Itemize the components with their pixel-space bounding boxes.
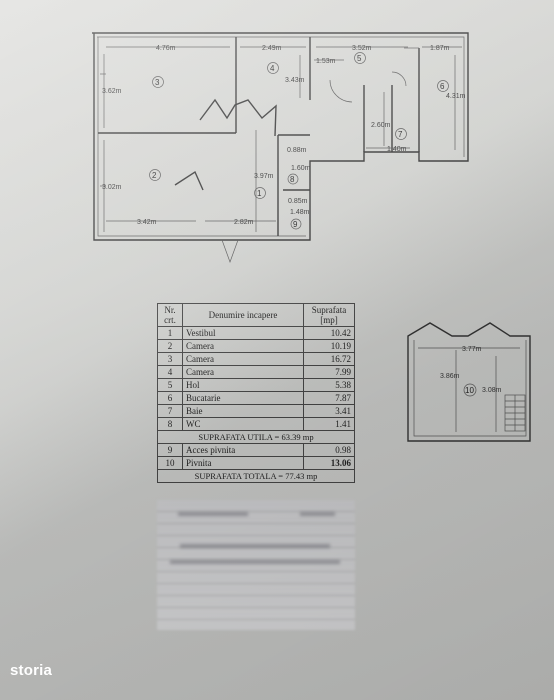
dim-r3-height: 3.62m: [102, 88, 122, 95]
table-row: 1 Vestibul 10.42: [157, 326, 355, 340]
svg-text:10: 10: [465, 386, 474, 395]
dim-r6-height: 4.31m: [446, 93, 466, 100]
redacted-line: [300, 512, 335, 516]
dim-r8-width: 0.88m: [287, 147, 307, 154]
room-area-table: Nr. crt. Denumire incapere Suprafata [mp…: [157, 303, 355, 483]
table-row: 9 Acces pivnita 0.98: [157, 443, 355, 457]
basement-side: 3.08m: [482, 387, 502, 394]
svg-text:2: 2: [152, 171, 157, 180]
dim-r5-width: 3.52m: [352, 45, 372, 52]
room-label-3: 3: [152, 76, 164, 88]
room-label-8: 8: [287, 173, 299, 185]
svg-text:1: 1: [257, 189, 262, 198]
basement-height: 3.86m: [440, 373, 460, 380]
table-header-row: Nr. crt. Denumire incapere Suprafata [mp…: [157, 303, 355, 327]
room-label-10: 10: [463, 383, 477, 397]
redacted-line: [170, 560, 340, 564]
apartment-outline: [92, 32, 469, 241]
room-label-6: 6: [437, 80, 449, 92]
dim-r6-width: 1.87m: [430, 45, 450, 52]
room-label-2: 2: [149, 169, 161, 181]
dim-r4-height: 3.43m: [285, 77, 305, 84]
redacted-line: [178, 512, 248, 516]
storia-watermark-logo: storia: [10, 662, 53, 679]
dim-r1-height: 3.97m: [254, 173, 274, 180]
dim-r1-width: 2.82m: [234, 219, 254, 226]
basement-outline: [407, 322, 531, 442]
room-label-5: 5: [354, 52, 366, 64]
subtotal-usable-area: SUPRAFATA UTILA = 63.39 mp: [157, 430, 355, 444]
svg-text:3: 3: [155, 78, 160, 87]
dim-r5-small: 1.53m: [316, 58, 336, 65]
table-row: 2 Camera 10.19: [157, 339, 355, 353]
dim-r7-height: 2.60m: [371, 122, 391, 129]
basement-width: 3.77m: [462, 346, 482, 353]
svg-text:5: 5: [357, 54, 362, 63]
table-row: 8 WC 1.41: [157, 417, 355, 431]
svg-text:4: 4: [270, 64, 275, 73]
table-row: 7 Baie 3.41: [157, 404, 355, 418]
table-row: 4 Camera 7.99: [157, 365, 355, 379]
subtotal-row: SUPRAFATA UTILA = 63.39 mp: [157, 430, 355, 444]
room-label-1: 1: [254, 187, 266, 199]
room-label-9: 9: [290, 218, 302, 230]
dim-r3-width: 4.76m: [156, 45, 176, 52]
header-nr: Nr. crt.: [157, 303, 183, 327]
redacted-area: [157, 500, 355, 630]
dim-r4-width: 2.49m: [262, 45, 282, 52]
svg-text:7: 7: [398, 130, 403, 139]
table-row: 10 Pivnita 13.06: [157, 456, 355, 470]
svg-text:6: 6: [440, 82, 445, 91]
table-row: 5 Hol 5.38: [157, 378, 355, 392]
dim-r8-height: 1.60m: [291, 165, 311, 172]
svg-text:8: 8: [290, 175, 295, 184]
svg-text:9: 9: [293, 220, 298, 229]
dim-r9-height: 1.48m: [290, 209, 310, 216]
table-row: 6 Bucatarie 7.87: [157, 391, 355, 405]
dim-r9-width: 0.85m: [288, 198, 308, 205]
total-area: SUPRAFATA TOTALA = 77.43 mp: [157, 469, 355, 483]
room-label-7: 7: [395, 128, 407, 140]
header-name: Denumire incapere: [182, 303, 304, 327]
room-label-4: 4: [267, 62, 279, 74]
redacted-line: [180, 544, 330, 548]
header-area: Suprafata [mp]: [303, 303, 355, 327]
dim-r7-width: 1.40m: [387, 146, 407, 153]
basement-stairs-icon: [504, 394, 526, 432]
total-row: SUPRAFATA TOTALA = 77.43 mp: [157, 469, 355, 483]
dim-r2-width: 3.42m: [137, 219, 157, 226]
dim-r2-height: 3.02m: [102, 184, 122, 191]
table-row: 3 Camera 16.72: [157, 352, 355, 366]
